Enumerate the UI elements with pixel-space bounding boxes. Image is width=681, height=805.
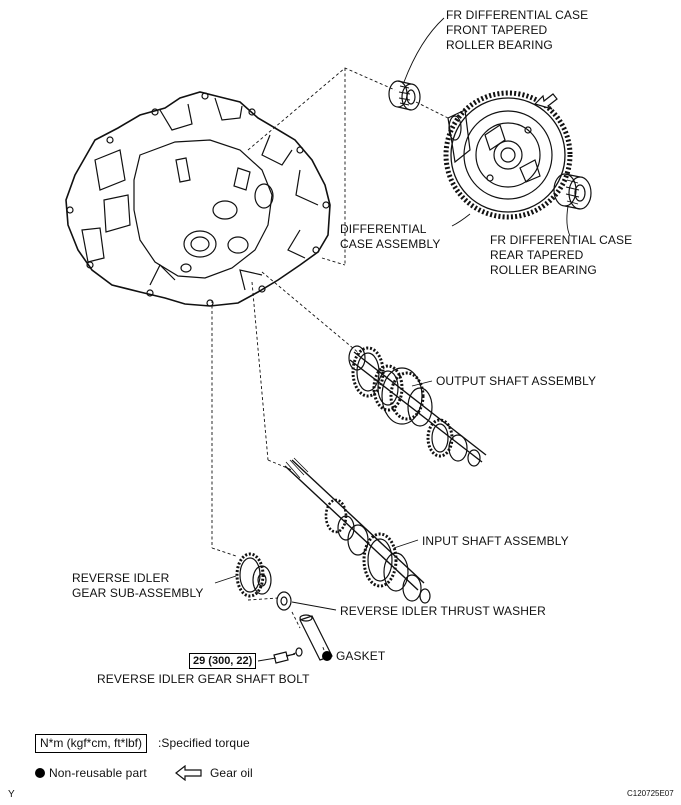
non-reusable-legend-dot-icon	[35, 768, 45, 778]
reverse-idler-thrust-washer	[276, 591, 292, 611]
label-reverse-idler-gear-line-2: GEAR SUB-ASSEMBLY	[72, 586, 204, 600]
label-thrust-washer: REVERSE IDLER THRUST WASHER	[340, 604, 546, 618]
label-input-shaft: INPUT SHAFT ASSEMBLY	[422, 534, 569, 548]
label-gasket: GASKET	[322, 649, 385, 664]
label-rear-bearing-line-1: FR DIFFERENTIAL CASE	[490, 233, 633, 247]
label-gasket-text: GASKET	[336, 649, 386, 663]
label-reverse-idler-gear: REVERSE IDLER GEAR SUB-ASSEMBLY	[72, 571, 204, 601]
torque-value-box: 29 (300, 22)	[189, 653, 257, 669]
reverse-idler-gear-shaft-bolt	[273, 651, 296, 664]
corner-left-mark: Y	[8, 789, 15, 800]
input-shaft-assembly	[284, 457, 431, 604]
figure-id: C120725E07	[627, 789, 674, 798]
label-leader-lines	[214, 17, 571, 662]
label-reverse-idler-gear-line-1: REVERSE IDLER	[72, 571, 170, 585]
legend-specified-torque: :Specified torque	[158, 736, 250, 750]
legend-non-reusable-text: Non-reusable part	[49, 766, 147, 780]
label-front-bearing-line-3: ROLLER BEARING	[446, 38, 553, 52]
label-output-shaft: OUTPUT SHAFT ASSEMBLY	[436, 374, 597, 388]
assembly-leader-lines	[211, 67, 449, 657]
label-differential-case-line-2: CASE ASSEMBLY	[340, 237, 441, 251]
differential-case-assembly	[443, 90, 573, 220]
reverse-idler-gear	[235, 552, 272, 598]
legend-torque-unit-box: N*m (kgf*cm, ft*lbf)	[35, 734, 148, 753]
reverse-idler-gasket	[295, 647, 303, 657]
label-rear-bearing: FR DIFFERENTIAL CASE REAR TAPERED ROLLER…	[490, 233, 632, 278]
rear-tapered-roller-bearing	[553, 173, 592, 210]
label-front-bearing-line-1: FR DIFFERENTIAL CASE	[446, 8, 589, 22]
non-reusable-dot-icon	[322, 651, 332, 661]
label-rear-bearing-line-2: REAR TAPERED	[490, 248, 584, 262]
output-shaft-assembly	[348, 345, 487, 467]
gear-oil-legend-arrow-icon	[175, 765, 202, 781]
label-differential-case-line-1: DIFFERENTIAL	[340, 222, 427, 236]
label-rear-bearing-line-3: ROLLER BEARING	[490, 263, 597, 277]
transaxle-case	[65, 91, 331, 307]
label-front-bearing: FR DIFFERENTIAL CASE FRONT TAPERED ROLLE…	[446, 8, 588, 53]
label-front-bearing-line-2: FRONT TAPERED	[446, 23, 548, 37]
front-tapered-roller-bearing	[388, 80, 421, 111]
reverse-idler-shaft	[299, 614, 333, 661]
label-shaft-bolt: REVERSE IDLER GEAR SHAFT BOLT	[97, 672, 310, 686]
gear-oil-arrow-icon	[533, 93, 558, 110]
legend-non-reusable: Non-reusable part	[35, 766, 147, 781]
legend-gear-oil: Gear oil	[210, 766, 253, 780]
label-differential-case: DIFFERENTIAL CASE ASSEMBLY	[340, 222, 440, 252]
